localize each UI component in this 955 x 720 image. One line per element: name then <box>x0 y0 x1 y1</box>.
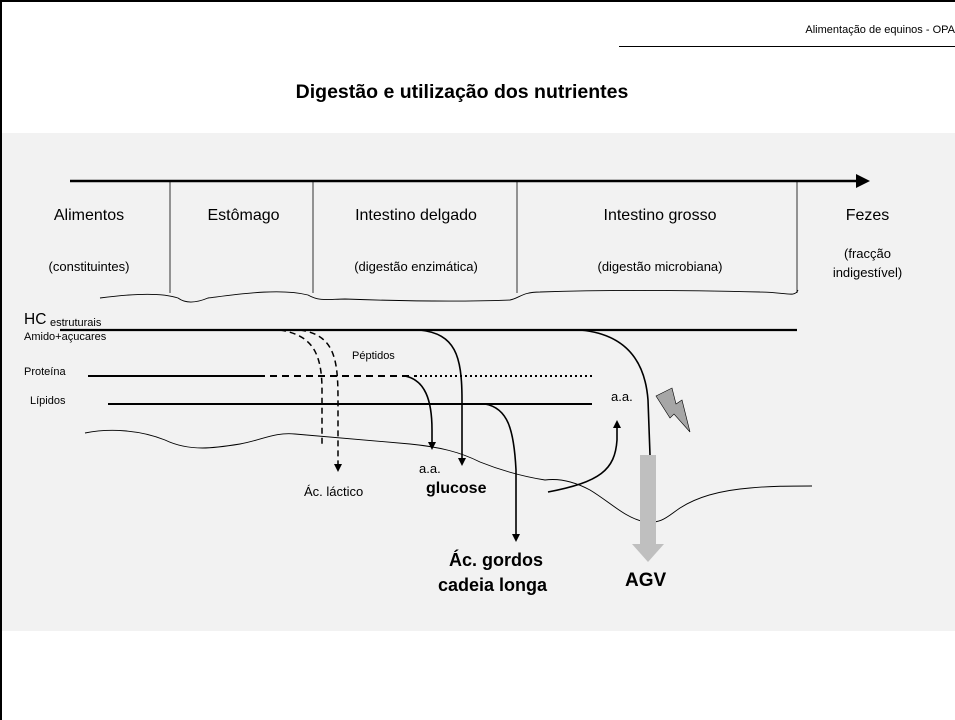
label-aa-bottom: a.a. <box>419 461 441 476</box>
label-aa-top: a.a. <box>611 389 633 404</box>
label-peptidos: Péptidos <box>352 350 395 362</box>
label-lipidos: Lípidos <box>30 395 66 407</box>
label-hc-sub: estruturais <box>50 317 102 329</box>
label-amido: Amido+açucares <box>24 331 107 343</box>
label-ac-gordos-2: cadeia longa <box>438 575 548 595</box>
arrow-to-ac-gordos <box>484 403 520 542</box>
stage-intestino-delgado: Intestino delgado <box>355 207 477 224</box>
stage-intestino-grosso-sub: (digestão microbiana) <box>597 259 723 274</box>
stage-intestino-grosso: Intestino grosso <box>603 207 717 224</box>
stage-alimentos-sub: (constituintes) <box>48 259 130 274</box>
lightning-icon <box>655 387 691 433</box>
agv-arrow-head <box>632 544 664 562</box>
stage-fezes: Fezes <box>845 207 890 224</box>
header-rule <box>619 46 955 47</box>
arrow-to-lactico-1 <box>279 329 323 445</box>
stage-intestino-delgado-sub: (digestão enzimática) <box>354 259 478 274</box>
arrow-to-aa-upper <box>547 420 621 493</box>
stage-fezes-sub-2: indigestível) <box>832 265 903 280</box>
stage-fezes-sub-1: (fracção <box>844 246 891 261</box>
label-hc: HC <box>24 311 47 328</box>
slide-title: Digestão e utilização dos nutrientes <box>295 81 629 103</box>
timeline-arrowhead <box>856 174 870 188</box>
label-glucose: glucose <box>426 480 487 497</box>
gut-wall-lower <box>84 429 813 523</box>
diagram-panel <box>2 133 955 631</box>
arrow-hc-fermentation <box>579 329 651 456</box>
stage-estomago: Estômago <box>207 207 280 224</box>
label-ac-lactico: Ác. láctico <box>304 484 364 499</box>
arrow-to-glucose <box>419 329 466 466</box>
stage-alimentos: Alimentos <box>53 207 125 224</box>
arrow-to-aa <box>404 375 436 450</box>
header-text: Alimentação de equinos - OPA <box>805 24 955 36</box>
arrow-to-lactico-2 <box>299 329 342 472</box>
label-agv: AGV <box>625 570 667 591</box>
agv-arrow-shaft <box>640 455 656 545</box>
label-ac-gordos-1: Ác. gordos <box>449 550 544 570</box>
gut-wall-upper <box>99 289 799 303</box>
label-proteina: Proteína <box>24 366 66 378</box>
